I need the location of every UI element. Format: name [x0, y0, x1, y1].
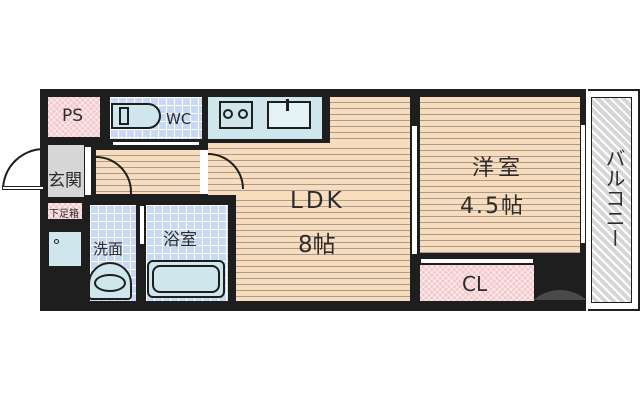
shoe-box: [48, 203, 82, 219]
watermark-shape: [520, 290, 600, 300]
balcony-window[interactable]: [580, 124, 586, 244]
ldk-room-partition-sliding-door[interactable]: [411, 125, 418, 255]
burner-icon: [223, 109, 233, 119]
burner-icon: [238, 109, 248, 119]
balcony: [591, 97, 632, 303]
washing-machine-pan: [48, 231, 82, 267]
faucet-icon: [286, 99, 289, 111]
washroom-label: 洗面: [93, 240, 124, 258]
ldk-room: [236, 195, 410, 301]
kitchen-pillar: [322, 97, 330, 143]
western-room-size: 4.5帖: [460, 194, 525, 219]
ldk-size: 8帖: [298, 232, 336, 258]
wc-sliding-door[interactable]: [112, 141, 200, 146]
western-room-label: 洋室: [472, 156, 525, 181]
ps-label: PS: [62, 106, 84, 126]
closet-door[interactable]: [420, 258, 534, 264]
sink-icon: [267, 101, 311, 129]
bath-door[interactable]: [139, 205, 145, 245]
front-door[interactable]: [2, 148, 44, 190]
bathroom-label: 浴室: [163, 230, 197, 250]
closet: [420, 265, 534, 301]
drain-icon: [54, 239, 59, 244]
closet-label: CL: [462, 272, 488, 296]
ldk-label: LDK: [290, 188, 345, 214]
western-room: [420, 97, 580, 253]
balcony-label: バルコニー: [602, 148, 626, 248]
entrance-room: [48, 145, 84, 197]
pipe-space: [48, 97, 100, 137]
entrance-label: 玄関: [48, 171, 82, 191]
bathtub-inner: [152, 265, 220, 293]
shoe-box-label: 下足箱: [49, 209, 79, 220]
washbasin-bowl: [94, 274, 126, 292]
hall-door-frame: [200, 150, 208, 194]
ldk-room: [330, 97, 410, 143]
stove-icon: [219, 101, 253, 129]
toilet-tank-icon: [119, 107, 129, 125]
front-door-leaf: [2, 186, 44, 190]
entrance-step: [84, 146, 92, 196]
wc-label: WC: [166, 110, 192, 128]
